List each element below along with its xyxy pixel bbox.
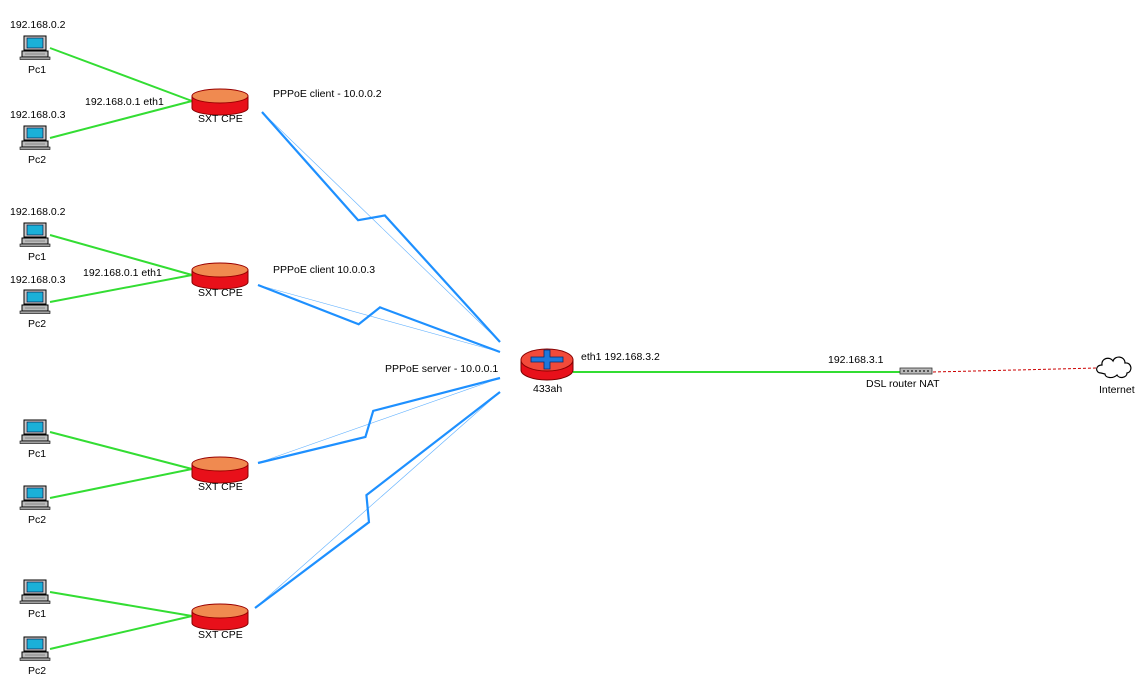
- group-2-labels: 192.168.0.2 Pc1 192.168.0.3 Pc2 192.168.…: [10, 206, 375, 330]
- lan-link: [49, 591, 193, 617]
- wireless-link: [261, 111, 501, 343]
- core-router-icon: [520, 348, 574, 381]
- internet-label: Internet: [1099, 384, 1135, 396]
- lan-link: [49, 431, 193, 470]
- desktop-computer-icon: [19, 485, 51, 510]
- pc-name-label: Pc1: [28, 64, 46, 76]
- dsl-modem-icon: [899, 367, 933, 375]
- pc-ip-label: 192.168.0.3: [10, 109, 66, 121]
- desktop-computer-icon: [19, 419, 51, 444]
- core-router-name: 433ah: [533, 383, 562, 395]
- cloud-shape: [1096, 356, 1132, 379]
- group-3-labels: Pc1 Pc2 SXT CPE: [28, 448, 243, 526]
- links-layer: [49, 47, 1099, 650]
- sxt-cpe-disc-icon: [191, 88, 249, 116]
- router-cross: [530, 349, 564, 370]
- dsl-led: [915, 370, 917, 372]
- dsl-led: [911, 370, 913, 372]
- pppoe-client-label: PPPoE client - 10.0.0.2: [273, 88, 382, 100]
- lan-link: [49, 234, 193, 276]
- cpe-name-label: SXT CPE: [198, 113, 243, 125]
- core-labels: PPPoE server - 10.0.0.1 eth1 192.168.3.2…: [385, 351, 1135, 396]
- dsl-led: [903, 370, 905, 372]
- pc-ip-label: 192.168.0.2: [10, 19, 66, 31]
- wireless-link: [254, 391, 501, 609]
- lan-link: [49, 468, 193, 499]
- dsl-led: [927, 370, 929, 372]
- desktop-computer-icon: [19, 636, 51, 661]
- desktop-computer-icon: [19, 289, 51, 314]
- wireless-beam: [257, 377, 501, 464]
- wireless-link: [257, 376, 501, 465]
- wireless-beam: [254, 391, 501, 609]
- wireless-link: [257, 283, 501, 354]
- pc-name-label: Pc2: [28, 665, 46, 677]
- cpe-name-label: SXT CPE: [198, 629, 243, 641]
- group-4-labels: Pc1 Pc2 SXT CPE: [28, 608, 243, 677]
- pc-ip-label: 192.168.0.2: [10, 206, 66, 218]
- lan-link: [49, 47, 193, 102]
- pppoe-server-label: PPPoE server - 10.0.0.1: [385, 363, 498, 375]
- sxt-cpe-disc-icon: [191, 603, 249, 631]
- cpe-name-label: SXT CPE: [198, 481, 243, 493]
- desktop-computer-icon: [19, 579, 51, 604]
- nodes-layer: [19, 35, 1132, 661]
- desktop-computer-icon: [19, 35, 51, 60]
- wireless-beam: [257, 284, 501, 353]
- pc-name-label: Pc1: [28, 448, 46, 460]
- pc-ip-label: 192.168.0.3: [10, 274, 66, 286]
- pc-name-label: Pc2: [28, 154, 46, 166]
- cpe-name-label: SXT CPE: [198, 287, 243, 299]
- wireless-beam: [261, 111, 501, 343]
- pppoe-client-label: PPPoE client 10.0.0.3: [273, 264, 375, 276]
- internet-link: [932, 367, 1099, 373]
- desktop-computer-icon: [19, 125, 51, 150]
- desktop-computer-icon: [19, 222, 51, 247]
- pc-name-label: Pc1: [28, 608, 46, 620]
- pc-name-label: Pc2: [28, 514, 46, 526]
- dsl-led: [923, 370, 925, 372]
- group-1-labels: 192.168.0.2 Pc1 192.168.0.3 Pc2 192.168.…: [10, 19, 382, 166]
- lan-link: [49, 615, 193, 650]
- pc-name-label: Pc1: [28, 251, 46, 263]
- dsl-led: [919, 370, 921, 372]
- dsl-ip-label: 192.168.3.1: [828, 354, 884, 366]
- dsl-led: [907, 370, 909, 372]
- sxt-cpe-disc-icon: [191, 456, 249, 484]
- lan-link: [49, 100, 193, 139]
- sxt-cpe-disc-icon: [191, 262, 249, 290]
- lan-ip-label: 192.168.0.1 eth1: [83, 267, 162, 279]
- pc-name-label: Pc2: [28, 318, 46, 330]
- lan-link: [49, 274, 193, 303]
- dsl-router-name: DSL router NAT: [866, 378, 940, 390]
- lan-ip-label: 192.168.0.1 eth1: [85, 96, 164, 108]
- core-eth-label: eth1 192.168.3.2: [581, 351, 660, 363]
- internet-cloud-icon: [1096, 356, 1132, 379]
